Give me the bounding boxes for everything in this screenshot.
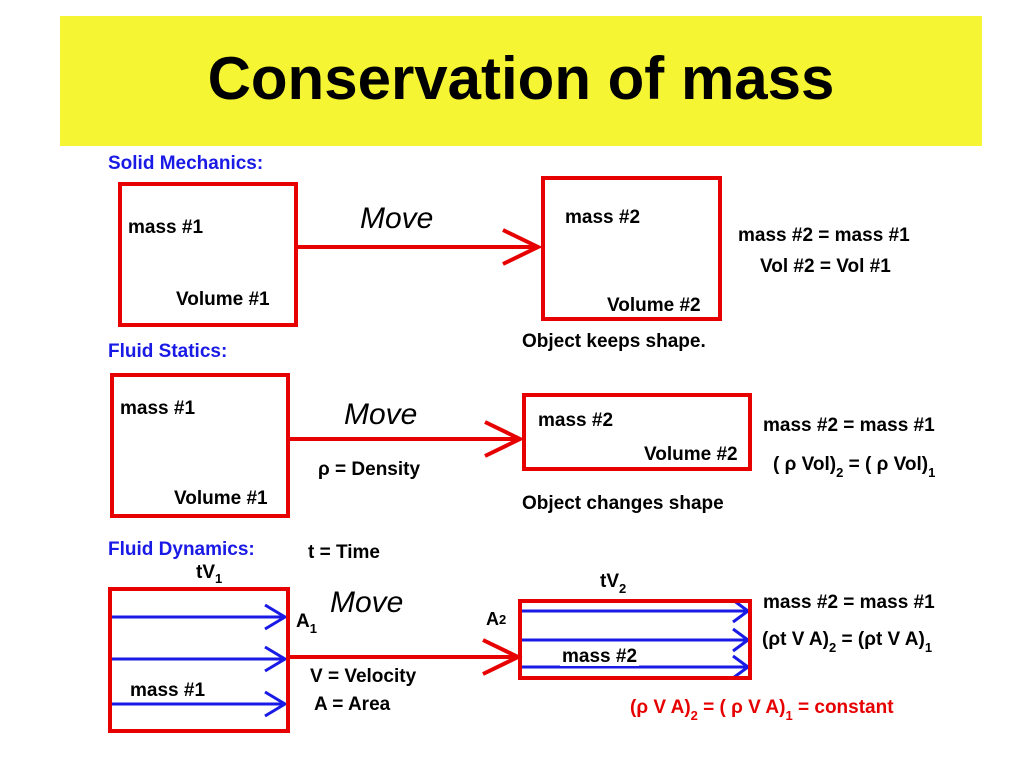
result-sub-right: 1 [785,708,793,723]
statics-eq-left: ( ρ Vol) [773,454,837,475]
statics-equation-mass: mass #2 = mass #1 [763,415,935,436]
dynamics-a2-sub: 2 [499,612,507,627]
solid-note: Object keeps shape. [522,331,706,352]
dynamics-eq-sub-left: 2 [828,640,837,655]
result-sub-left: 2 [690,708,698,723]
statics-eq-mid: = ( ρ Vol) [848,454,929,475]
dynamics-tv2-label: tV2 [600,571,626,595]
statics-move-arrow [288,420,525,458]
dynamics-tv1-label: tV1 [196,562,222,585]
solid-box2-mass: mass #2 [565,207,641,228]
dynamics-a2-text: A [486,609,499,629]
result-end: = constant [798,697,894,718]
dynamics-box-2: mass #2 [518,599,752,680]
statics-box1-volume: Volume #1 [174,488,268,509]
dynamics-tv1-sub: 1 [215,571,223,586]
solid-box2-volume: Volume #2 [607,295,701,316]
solid-box1-volume: Volume #1 [176,289,270,310]
statics-box-1: mass #1 Volume #1 [110,373,290,518]
dynamics-a1-label: A1 [296,611,317,635]
dynamics-a1-text: A [296,611,310,632]
statics-note: Object changes shape [522,493,724,514]
statics-move-label: Move [344,398,418,431]
dynamics-result-equation: (ρ V A)2 = ( ρ V A)1 = constant [630,697,894,722]
statics-equation-density: ( ρ Vol)2 = ( ρ Vol)1 [773,454,935,479]
dynamics-time-label: t = Time [308,542,380,563]
dynamics-heading: Fluid Dynamics: [108,539,255,560]
solid-box1-mass: mass #1 [128,217,204,238]
solid-heading: Solid Mechanics: [108,153,264,174]
dynamics-area-label: A = Area [314,694,391,715]
dynamics-velocity-label: V = Velocity [310,666,417,687]
statics-eq-sub-left: 2 [836,465,844,480]
dynamics-equation-flow: (ρt V A)2 = (ρt V A)1 [762,629,932,654]
dynamics-a1-sub: 1 [309,621,317,636]
dynamics-box1-mass: mass #1 [130,680,206,701]
solid-move-arrow [297,228,543,266]
solid-box-2: mass #2 Volume #2 [541,176,722,321]
dynamics-tv1-text: tV [196,562,215,583]
statics-box2-mass: mass #2 [538,410,614,431]
dynamics-box2-mass: mass #2 [560,646,640,667]
statics-eq-sub-right: 1 [928,465,936,480]
result-mid: = ( ρ V A) [703,697,786,718]
solid-move-label: Move [360,202,434,235]
dynamics-eq-mid: = (ρt V A) [841,629,925,650]
dynamics-eq-sub-right: 1 [924,640,933,655]
dynamics-move-label: Move [330,586,404,619]
statics-box1-mass: mass #1 [120,398,196,419]
statics-density-label: ρ = Density [318,459,421,480]
statics-box-2: mass #2 Volume #2 [522,393,752,471]
page-title: Conservation of mass [207,45,835,112]
dynamics-a2-label: A2 [486,610,506,628]
result-left: (ρ V A) [630,697,691,718]
statics-box2-volume: Volume #2 [644,444,738,465]
title-banner: Conservation of mass [60,16,982,146]
dynamics-eq-left: (ρt V A) [762,629,829,650]
dynamics-tv2-text: tV [600,571,619,592]
flow-lines-left [110,603,288,718]
dynamics-tv2-sub: 2 [619,581,627,596]
dynamics-box-1: mass #1 [108,587,290,733]
solid-equation-mass: mass #2 = mass #1 [738,225,910,246]
solid-box-1: mass #1 Volume #1 [118,182,298,327]
dynamics-equation-mass: mass #2 = mass #1 [763,592,935,613]
statics-heading: Fluid Statics: [108,341,228,362]
solid-equation-volume: Vol #2 = Vol #1 [760,256,891,277]
